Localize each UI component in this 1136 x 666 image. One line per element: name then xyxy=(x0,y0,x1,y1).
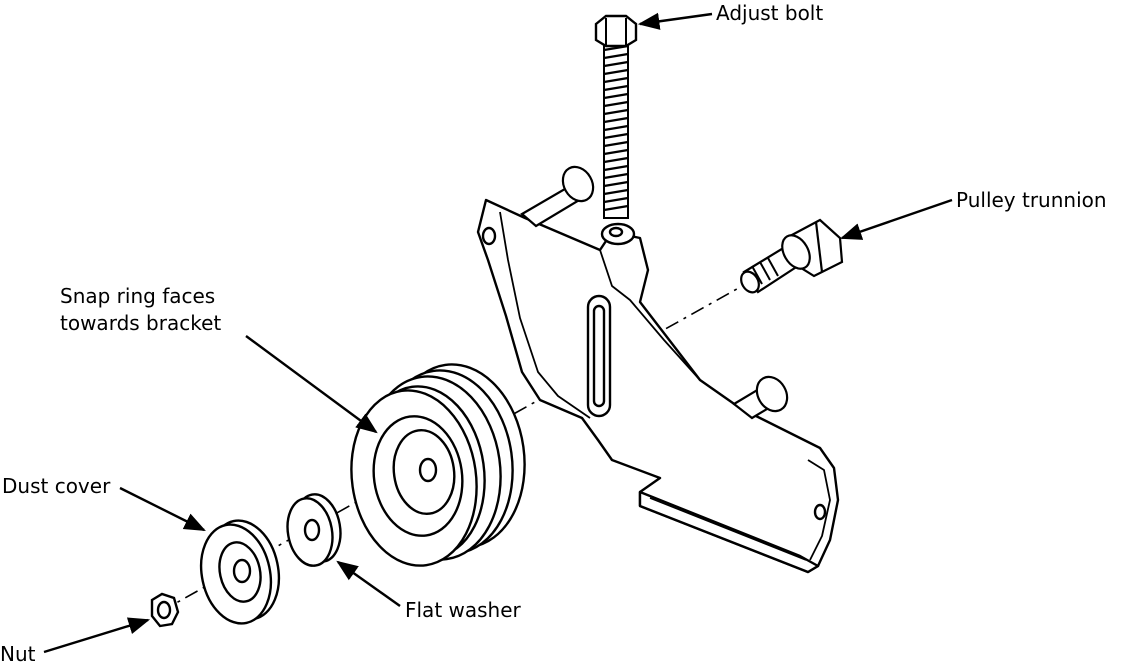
label-pulley-trunnion: Pulley trunnion xyxy=(956,188,1107,212)
label-dust-cover: Dust cover xyxy=(2,474,111,498)
dust-cover xyxy=(199,519,281,625)
label-adjust-bolt: Adjust bolt xyxy=(716,1,824,25)
leader-lines xyxy=(43,12,953,654)
nut xyxy=(150,592,180,628)
leader-dust-cover xyxy=(119,486,206,532)
label-nut: Nut xyxy=(0,642,36,666)
leader-snap-ring xyxy=(245,335,378,434)
leader-nut xyxy=(43,617,151,654)
label-snap-ring-line1: Snap ring faces xyxy=(60,284,216,308)
bracket-stud-lower xyxy=(732,375,789,420)
bracket-stud-upper xyxy=(520,165,595,228)
bracket xyxy=(476,198,840,574)
leader-flat-washer xyxy=(336,560,401,607)
leader-adjust-bolt xyxy=(637,12,713,30)
label-snap-ring-line2: towards bracket xyxy=(60,311,222,335)
leader-pulley-trunnion xyxy=(839,198,953,240)
pulley-trunnion xyxy=(740,218,844,294)
pulley xyxy=(350,363,526,567)
adjust-bolt xyxy=(594,14,638,219)
label-flat-washer: Flat washer xyxy=(405,598,521,622)
flat-washer xyxy=(286,493,342,567)
